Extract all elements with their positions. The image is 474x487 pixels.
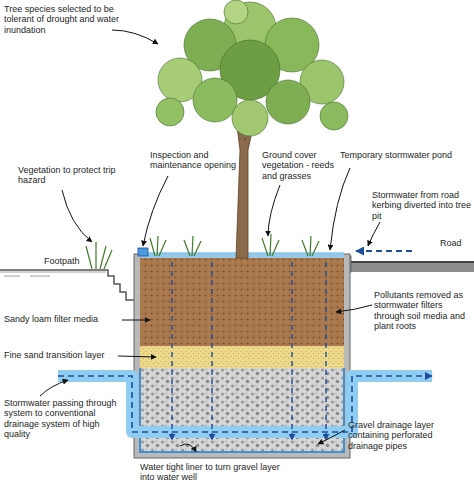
canopy-leaf-mass [224,0,248,24]
callout-label: Stormwater passing through system to con… [4,398,128,439]
infiltration-arrows [172,262,326,440]
leader-line [118,356,156,357]
grass-tuft [150,236,166,256]
tree-canopy [156,0,348,136]
callout-label: Road [440,238,474,248]
leader-line [112,30,158,44]
leader-line [268,185,280,236]
inflow-arrow [356,250,412,252]
callout-label: Fine sand transition layer [4,350,124,360]
callout-label: Tree species selected to be tolerant of … [4,4,122,35]
callout-label: Water tight liner to turn gravel layer i… [140,462,290,483]
leader-line [122,320,150,321]
road-surface [345,261,474,263]
canopy-leaf-mass [193,78,237,122]
infiltration-arrow [171,262,172,440]
grass-tuft [262,234,279,256]
infiltration-arrow [291,262,292,440]
infiltration-arrow [211,262,212,440]
callout-label: Stormwater from road kerbing diverted in… [372,190,472,221]
water-tight-liner [140,368,344,452]
callout-label: Inspection and maintenance opening [150,150,242,171]
leader-line [40,380,68,396]
ground-cover [86,234,319,269]
leader-line [330,168,350,250]
callout-label: Sandy loam filter media [4,314,126,324]
leader-line [62,190,92,242]
sandy-loam-layer [140,258,344,346]
road-base [345,262,474,272]
footpath-surface [0,270,134,300]
grass-tuft [184,236,201,256]
canopy-leaf-mass [156,98,184,126]
grass-tuft [86,242,112,269]
canopy-leaf-mass [266,80,310,124]
canopy-leaf-mass [232,100,268,136]
callout-label: Vegetation to protect trip hazard [18,165,118,186]
gravel-layer [140,368,344,452]
infiltration-arrow [325,262,326,440]
callout-label: Footpath [44,256,104,266]
leader-line [368,222,380,246]
grass-tuft [302,236,319,256]
leader-line [180,444,196,452]
callout-label: Ground cover vegetation - reeds and gras… [262,150,340,181]
leader-line [336,305,372,312]
footpath-hatch [0,272,106,276]
leader-line [143,176,168,246]
callout-label: Gravel drainage layer containing perfora… [348,420,468,451]
fine-sand-layer [140,346,344,368]
canopy-leaf-mass [320,102,348,130]
leader-lines [40,30,380,452]
callout-label: Temporary stormwater pond [340,150,468,160]
inspection-opening [138,248,148,256]
callout-label: Pollutants removed as stormwater filters… [374,290,472,331]
leader-line [318,430,345,444]
